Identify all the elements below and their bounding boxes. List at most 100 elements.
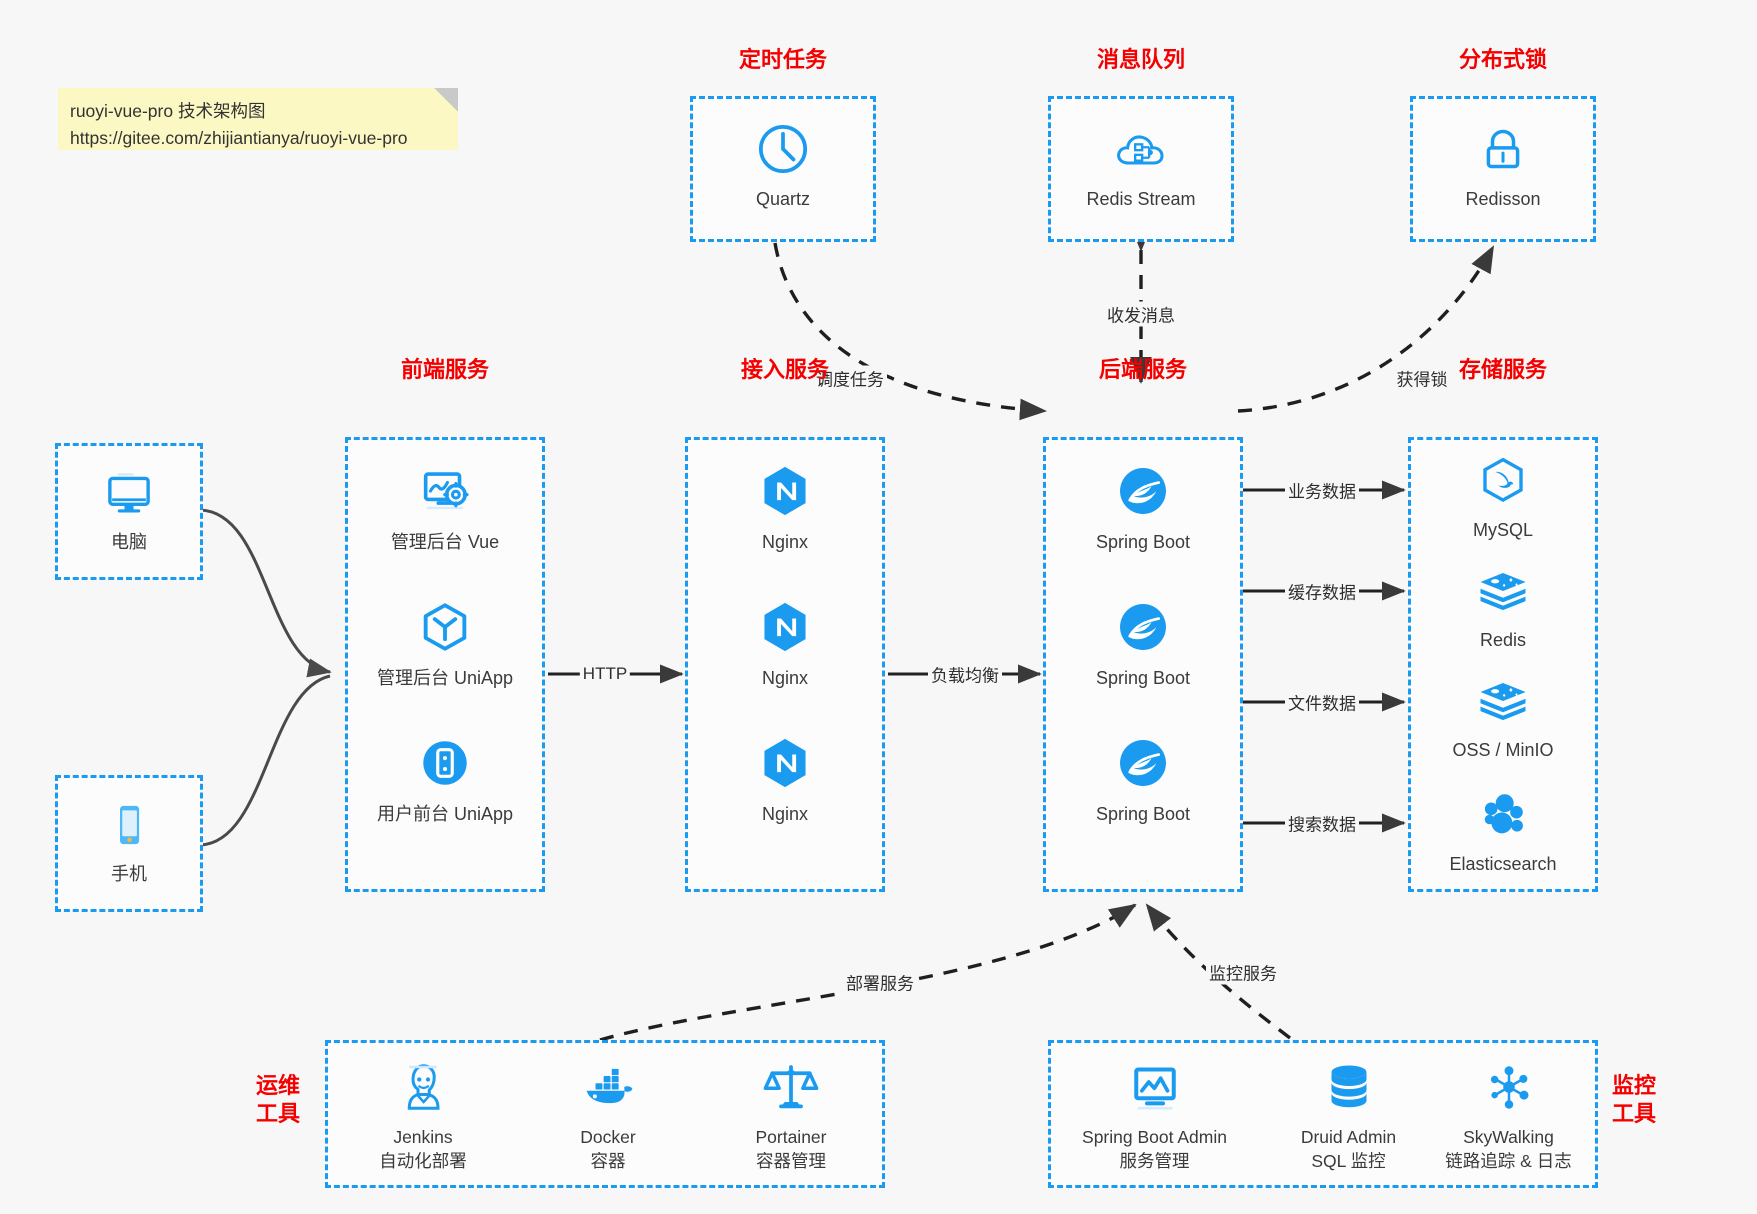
- edge-label-acquire-lock: 获得锁: [1393, 365, 1451, 391]
- redis-icon: [1411, 564, 1595, 623]
- group-box-client-mobile: 手机: [55, 775, 203, 912]
- node-quartz[interactable]: Quartz: [693, 121, 873, 212]
- monitor-title-line1: 监控: [1612, 1073, 1657, 1098]
- node-spring-boot-3[interactable]: Spring Boot: [1046, 734, 1240, 827]
- group-title-gateway: 接入服务: [740, 357, 829, 382]
- group-box-mq: Redis Stream: [1048, 96, 1234, 242]
- group-box-gateway: Nginx Nginx Nginx: [685, 437, 885, 892]
- node-desc: SQL 监控: [1311, 1150, 1386, 1171]
- edge-label-monitor-service: 监控服务: [1206, 959, 1280, 985]
- node-name: Spring Boot Admin: [1082, 1127, 1227, 1147]
- group-title-lock: 分布式锁: [1458, 47, 1547, 72]
- skywalking-icon: [1421, 1057, 1596, 1122]
- mobile-circle-icon: [348, 734, 542, 797]
- edge-label-cache-data: 缓存数据: [1285, 578, 1359, 604]
- node-mobile[interactable]: 手机: [58, 798, 200, 887]
- lock-icon: [1413, 121, 1593, 182]
- node-mysql[interactable]: MySQL: [1411, 454, 1595, 543]
- node-spring-boot-2[interactable]: Spring Boot: [1046, 598, 1240, 691]
- monitor-title-line2: 工具: [1612, 1100, 1657, 1126]
- node-portainer[interactable]: Portainer 容器管理: [706, 1057, 876, 1174]
- node-name: Docker: [580, 1127, 636, 1147]
- node-label: 电脑: [111, 532, 147, 552]
- node-skywalking[interactable]: SkyWalking 链路追踪 & 日志: [1421, 1057, 1596, 1174]
- node-druid-admin[interactable]: Druid Admin SQL 监控: [1266, 1057, 1431, 1174]
- node-label: Nginx: [761, 532, 809, 552]
- node-jenkins[interactable]: Jenkins 自动化部署: [338, 1057, 508, 1174]
- node-nginx-3[interactable]: Nginx: [688, 734, 882, 827]
- group-title-monitor: 监控 工具: [1612, 1072, 1672, 1127]
- note-url: https://gitee.com/zhijiantianya/ruoyi-vu…: [70, 128, 408, 149]
- edge-label-search-data: 搜索数据: [1285, 810, 1359, 836]
- node-label: Elasticsearch: [1449, 854, 1557, 874]
- node-label: Spring Boot: [1095, 668, 1191, 688]
- node-name: Druid Admin: [1300, 1127, 1397, 1147]
- edge-label-load-balance: 负载均衡: [928, 661, 1002, 687]
- node-nginx-1[interactable]: Nginx: [688, 462, 882, 555]
- mysql-icon: [1411, 454, 1595, 513]
- node-label: 用户前台 UniApp: [376, 804, 514, 824]
- group-box-backend: Spring Boot Spring Boot Spring Boot: [1043, 437, 1243, 892]
- node-name: Jenkins: [393, 1127, 453, 1147]
- group-box-scheduler: Quartz: [690, 96, 876, 242]
- node-name: SkyWalking: [1463, 1127, 1554, 1147]
- elasticsearch-icon: [1411, 788, 1595, 847]
- edge-label-send-receive-message: 收发消息: [1104, 301, 1178, 327]
- node-label: OSS / MinIO: [1452, 740, 1554, 760]
- node-desc: 自动化部署: [379, 1150, 467, 1171]
- jenkins-icon: [338, 1057, 508, 1122]
- group-box-devops: Jenkins 自动化部署: [325, 1040, 885, 1188]
- devops-title-line1: 运维: [255, 1073, 300, 1098]
- node-label: Redis: [1479, 630, 1527, 650]
- group-box-monitor: Spring Boot Admin 服务管理 Druid Admin SQL 监…: [1048, 1040, 1598, 1188]
- note-fold-corner: [434, 88, 458, 112]
- monitor-chart-icon: [1057, 1057, 1252, 1122]
- devops-title-line2: 工具: [255, 1100, 300, 1126]
- node-docker[interactable]: Docker 容器: [523, 1057, 693, 1174]
- node-user-uniapp[interactable]: 用户前台 UniApp: [348, 734, 542, 827]
- nginx-icon: [688, 734, 882, 797]
- node-pc[interactable]: 电脑: [58, 466, 200, 555]
- node-redis[interactable]: Redis: [1411, 564, 1595, 653]
- group-title-scheduler: 定时任务: [738, 47, 827, 72]
- spring-boot-icon: [1046, 598, 1240, 661]
- node-admin-vue[interactable]: 管理后台 Vue: [348, 462, 542, 555]
- spring-boot-icon: [1046, 462, 1240, 525]
- desktop-icon: [58, 466, 200, 525]
- node-redis-stream[interactable]: Redis Stream: [1051, 121, 1231, 212]
- node-desc: 容器管理: [756, 1150, 826, 1171]
- node-nginx-2[interactable]: Nginx: [688, 598, 882, 691]
- database-icon: [1266, 1057, 1431, 1122]
- node-oss-minio[interactable]: OSS / MinIO: [1411, 674, 1595, 763]
- node-spring-boot-1[interactable]: Spring Boot: [1046, 462, 1240, 555]
- edge-label-schedule-task: 调度任务: [813, 365, 887, 391]
- cloud-network-icon: [1051, 121, 1231, 182]
- docker-icon: [523, 1057, 693, 1122]
- oss-minio-icon: [1411, 674, 1595, 733]
- edge-label-deploy-service: 部署服务: [843, 969, 917, 995]
- node-elasticsearch[interactable]: Elasticsearch: [1411, 788, 1595, 877]
- edge-label-business-data: 业务数据: [1285, 477, 1359, 503]
- node-label: Nginx: [761, 804, 809, 824]
- node-label: 管理后台 UniApp: [376, 668, 514, 688]
- scales-icon: [706, 1057, 876, 1122]
- spring-boot-icon: [1046, 734, 1240, 797]
- diagram-note: ruoyi-vue-pro 技术架构图 https://gitee.com/zh…: [58, 88, 458, 150]
- note-title: ruoyi-vue-pro 技术架构图: [70, 101, 266, 121]
- group-title-storage: 存储服务: [1458, 357, 1547, 382]
- node-desc: 服务管理: [1119, 1150, 1190, 1171]
- group-box-storage: MySQL Redis: [1408, 437, 1598, 892]
- group-box-lock: Redisson: [1410, 96, 1596, 242]
- node-admin-uniapp[interactable]: 管理后台 UniApp: [348, 598, 542, 691]
- group-title-backend: 后端服务: [1098, 357, 1187, 382]
- node-redisson[interactable]: Redisson: [1413, 121, 1593, 212]
- edge-label-http: HTTP: [579, 664, 631, 684]
- node-label: Quartz: [755, 189, 811, 209]
- nginx-icon: [688, 598, 882, 661]
- dashboard-gear-icon: [348, 462, 542, 525]
- node-label: Redis Stream: [1086, 189, 1196, 209]
- clock-icon: [693, 121, 873, 182]
- node-spring-boot-admin[interactable]: Spring Boot Admin 服务管理: [1057, 1057, 1252, 1174]
- group-title-devops: 运维 工具: [240, 1072, 300, 1127]
